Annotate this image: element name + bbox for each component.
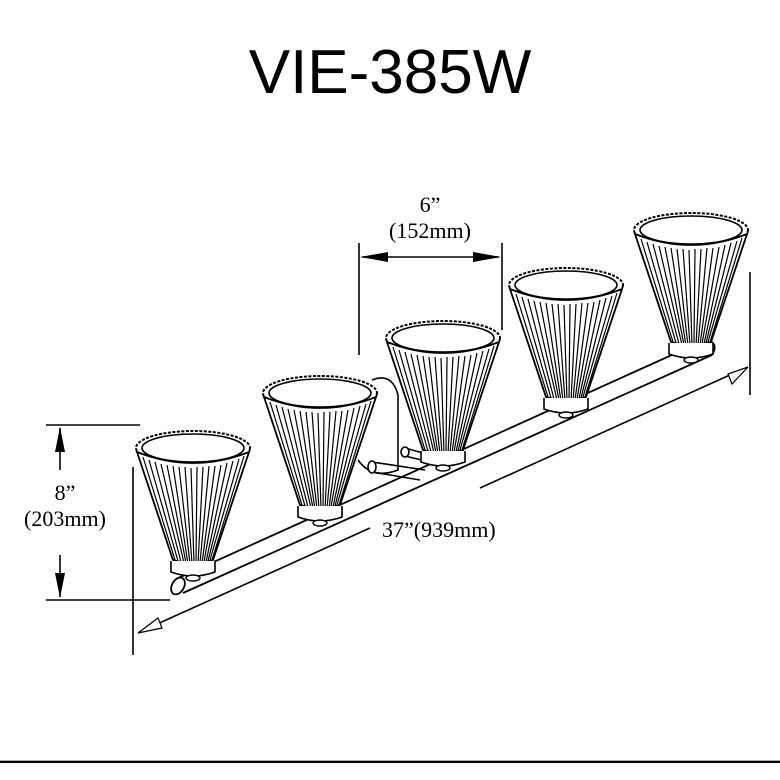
bottom-divider	[0, 760, 780, 763]
shade-spacing-label: 6” (152mm)	[360, 192, 500, 244]
shade-spacing-metric: (152mm)	[389, 218, 471, 243]
height-metric: (203mm)	[24, 506, 106, 531]
product-model-title: VIE-385W	[248, 38, 532, 107]
height-label: 8” (203mm)	[0, 480, 130, 532]
length-dimension-lines	[154, 272, 751, 626]
height-imperial: 8”	[54, 480, 76, 505]
shade-spacing-imperial: 6”	[419, 192, 441, 217]
overall-length-label: 37”(939mm)	[382, 517, 496, 542]
